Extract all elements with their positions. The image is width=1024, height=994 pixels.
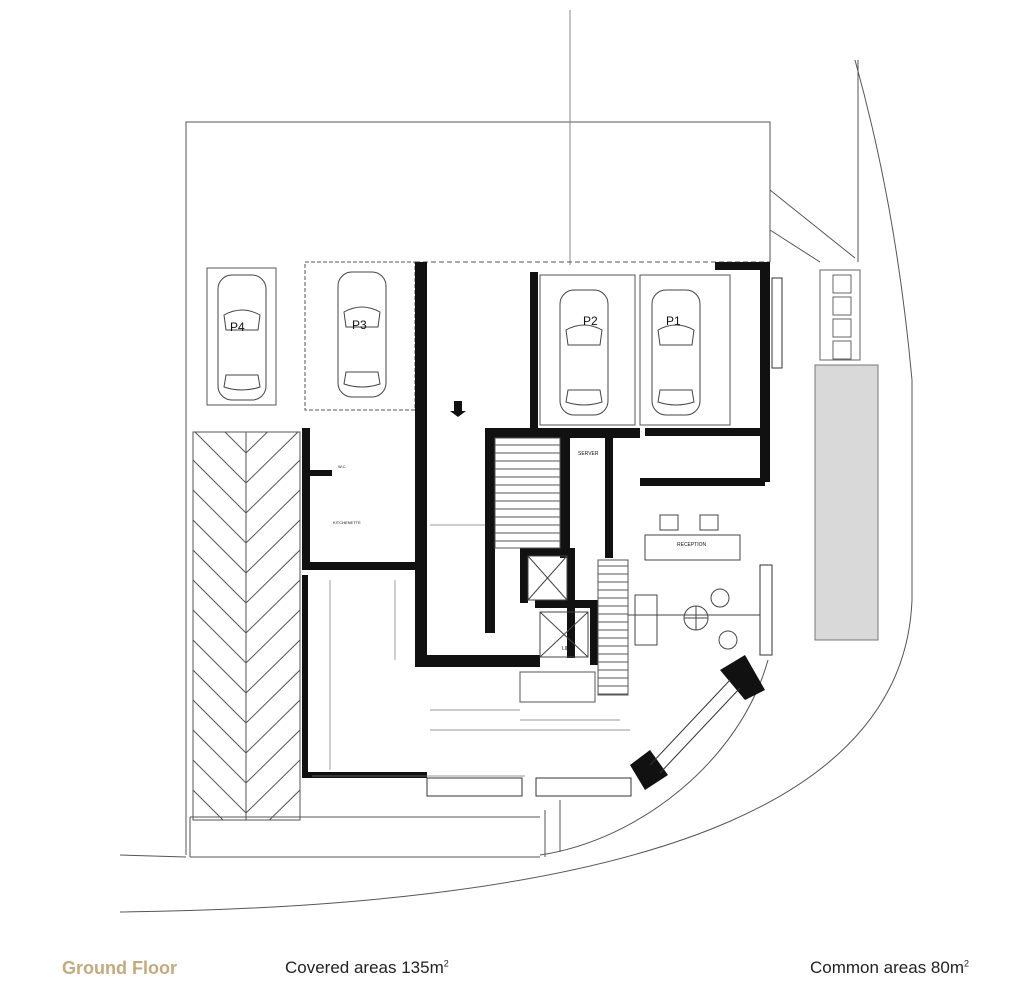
- hatch-line: [245, 432, 299, 484]
- hatch-line: [245, 432, 269, 454]
- parking-label-p2: P2: [583, 314, 598, 328]
- hatched-area: [192, 431, 301, 821]
- labels: P4 P3 P2 P1 RECEPTION SERVER LIFT KITCHE…: [230, 314, 707, 652]
- hatch-line: [193, 789, 224, 820]
- hatch-line: [224, 432, 247, 454]
- hatch-line: [193, 549, 247, 604]
- cars: [217, 271, 701, 416]
- common-areas-label: Common areas 80m: [810, 958, 965, 977]
- room-label-server: SERVER: [578, 451, 599, 457]
- hatch-line: [245, 609, 300, 664]
- hatch-line: [299, 819, 300, 820]
- car-icon: [559, 289, 609, 416]
- site-boundary: [119, 10, 913, 913]
- hatch-line: [193, 699, 247, 754]
- hatch-line: [193, 729, 247, 784]
- hatch-line: [193, 819, 194, 820]
- hatch-line: [245, 489, 300, 544]
- hatch-line: [245, 639, 300, 694]
- hatch-line: [245, 549, 300, 604]
- lift-shafts: [527, 555, 589, 658]
- covered-areas: Covered areas 135m2: [285, 958, 449, 978]
- unit-sup: 2: [964, 958, 970, 969]
- walls: [302, 262, 770, 790]
- parking-label-p4: P4: [230, 320, 245, 334]
- planting-strip: [814, 364, 879, 641]
- room-label-wc: W.C.: [338, 464, 347, 469]
- covered-areas-label: Covered areas 135m: [285, 958, 444, 977]
- arrow-icon: [450, 401, 466, 417]
- car-icon: [651, 289, 701, 416]
- common-areas: Common areas 80m2: [810, 958, 969, 978]
- hatch-line: [193, 759, 247, 814]
- hatch-line: [193, 489, 247, 544]
- car-icon: [337, 271, 387, 398]
- hatch-line: [194, 432, 247, 484]
- unit-sup: 2: [443, 958, 449, 969]
- hatch-line: [193, 519, 247, 574]
- floor-title: Ground Floor: [62, 958, 177, 978]
- parking-label-p3: P3: [352, 318, 367, 332]
- reception-furniture: [628, 514, 760, 650]
- car-icon: [217, 274, 267, 401]
- hatch-line: [245, 459, 300, 514]
- floor-plan: P4 P3 P2 P1 RECEPTION SERVER LIFT KITCHE…: [119, 10, 913, 913]
- parking-label-p1: P1: [666, 314, 681, 328]
- facade-windows: [426, 277, 783, 797]
- room-label-reception: RECEPTION: [677, 542, 707, 548]
- hatch-line: [193, 669, 247, 724]
- stairs: [494, 437, 629, 703]
- hatch-line: [245, 669, 300, 724]
- hatch-line: [268, 789, 300, 820]
- dimension-lines: [312, 524, 630, 777]
- hatch-line: [193, 609, 247, 664]
- hatch-line: [245, 579, 300, 634]
- room-label-lift: LIFT: [562, 646, 572, 652]
- room-label-kitchenette: KITCHENETTE: [333, 520, 361, 525]
- hatch-line: [193, 639, 247, 694]
- parking-bays: [206, 261, 770, 426]
- hatch-line: [193, 459, 247, 514]
- hatch-line: [245, 699, 300, 754]
- pavers: [819, 269, 861, 361]
- hatch-line: [245, 729, 300, 784]
- hatch-line: [245, 759, 300, 814]
- hatch-line: [193, 579, 247, 634]
- hatch-line: [245, 519, 300, 574]
